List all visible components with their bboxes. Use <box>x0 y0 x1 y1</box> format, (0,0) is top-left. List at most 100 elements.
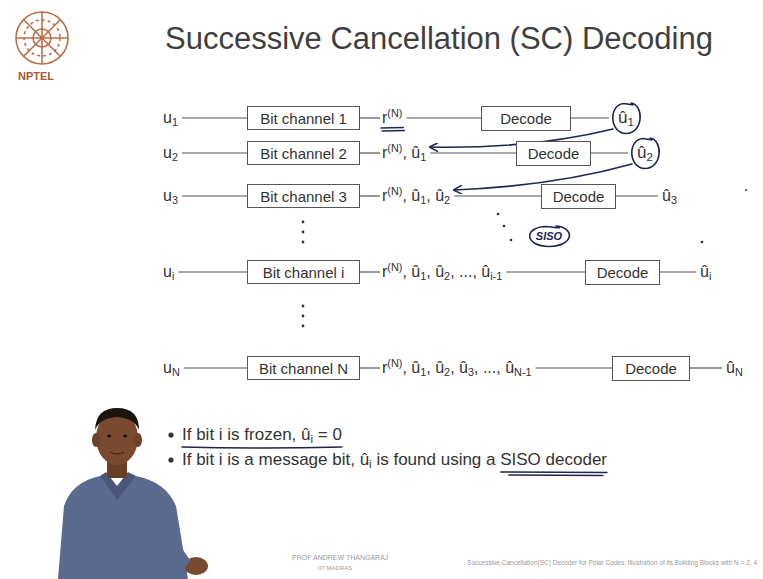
subscript: 3 <box>172 194 178 206</box>
box-label: Decode <box>528 145 580 162</box>
superscript: (N) <box>387 185 402 197</box>
subscript: 1 <box>420 194 426 206</box>
subscript: 1 <box>420 151 426 163</box>
decoded-bit: ûN <box>726 358 743 378</box>
superscript: (N) <box>387 142 402 154</box>
decoder-input: r(N) <box>382 108 402 128</box>
ink-underline <box>182 447 342 448</box>
input-bit: ui <box>163 262 174 282</box>
siso-annotation: SISO <box>522 224 576 248</box>
subscript: i <box>311 433 314 445</box>
subscript: 2 <box>172 151 178 163</box>
ellipsis-dots <box>302 189 748 328</box>
nptel-logo <box>16 12 68 64</box>
decoder-wire <box>454 195 541 196</box>
input-wire <box>178 271 247 272</box>
decoder-input: r(N), û1 <box>382 143 426 163</box>
input-wire <box>182 117 247 118</box>
circled-bit: û1 <box>607 101 645 135</box>
subscript: i <box>369 458 372 470</box>
subscript: 2 <box>444 366 450 378</box>
footer-text: IIT MADRAS <box>318 564 352 572</box>
box-label: Decode <box>597 264 649 281</box>
input-wire <box>184 367 247 368</box>
subscript: 2 <box>647 151 653 163</box>
connector <box>571 117 609 118</box>
decode-box: Decode <box>612 356 690 381</box>
subscript: 3 <box>468 366 474 378</box>
decoder-input: r(N), û1, û2, ..., ûi-1 <box>382 262 502 282</box>
output-wire <box>360 271 380 272</box>
subscript: i <box>709 270 711 282</box>
bit-channel-box: Bit channel N <box>247 356 360 380</box>
decoder-input: r(N), û1, û2, û3, ..., ûN-1 <box>382 358 532 378</box>
box-label: Bit channel N <box>259 360 348 377</box>
ink-stroke <box>530 226 570 247</box>
box-label: Decode <box>553 188 605 205</box>
ink-underline <box>381 127 403 129</box>
decode-box: Decode <box>541 184 616 209</box>
subscript: i-1 <box>490 270 502 282</box>
decoder-wire <box>506 271 585 272</box>
decode-box: Decode <box>585 260 660 285</box>
decode-box: Decode <box>481 106 571 131</box>
ink-stroke <box>613 103 640 134</box>
subscript: 1 <box>420 270 426 282</box>
decoded-bit: û3 <box>662 186 677 206</box>
decoded-wire <box>660 271 696 272</box>
subscript: 1 <box>420 366 426 378</box>
slide-title: Successive Cancellation (SC) Decoding <box>165 20 713 58</box>
circled-text: SISO <box>536 230 562 242</box>
ink-underline <box>501 471 607 473</box>
bit-channel-box: Bit channel 1 <box>247 106 360 130</box>
superscript: (N) <box>387 261 402 273</box>
bit-channel-box: Bit channel 2 <box>247 141 360 165</box>
input-bit: u3 <box>163 186 178 206</box>
ink-underline <box>382 130 404 132</box>
decoder-wire <box>406 117 481 118</box>
box-label: Bit channel 3 <box>260 188 347 205</box>
subscript: 2 <box>444 194 450 206</box>
footer-text: Successive Cancellation(SC) Decoder for … <box>467 558 757 567</box>
circled-text: û2 <box>637 143 653 163</box>
ink-underline <box>509 474 603 476</box>
decode-box: Decode <box>516 141 591 166</box>
output-wire <box>360 195 380 196</box>
input-bit: u2 <box>163 143 178 163</box>
decoder-input: r(N), û1, û2 <box>382 186 450 206</box>
input-wire <box>182 195 247 196</box>
output-wire <box>360 117 380 118</box>
box-label: Decode <box>625 360 677 377</box>
box-label: Bit channel 2 <box>260 145 347 162</box>
subscript: i <box>172 270 174 282</box>
decoded-bit: ûi <box>700 262 711 282</box>
box-label: Decode <box>500 110 552 127</box>
subscript: 1 <box>172 116 178 128</box>
subscript: 1 <box>628 116 634 128</box>
bullet-dot <box>168 432 173 437</box>
subscript: 3 <box>671 194 677 206</box>
logo-text: NPTEL <box>18 70 54 83</box>
circled-text: û1 <box>618 108 634 128</box>
bullet-text: If bit i is frozen, ûi = 0 <box>182 424 342 446</box>
input-bit: u1 <box>163 108 178 128</box>
output-wire <box>360 152 380 153</box>
ink-stroke <box>632 138 659 169</box>
decoder-wire <box>430 152 516 153</box>
subscript: N <box>172 366 180 378</box>
circled-bit: û2 <box>626 136 664 170</box>
superscript: (N) <box>387 107 402 119</box>
bullet-text: If bit i is a message bit, ûi is found u… <box>182 449 607 471</box>
box-label: Bit channel i <box>263 264 345 281</box>
output-wire <box>360 367 380 368</box>
input-bit: uN <box>163 358 180 378</box>
decoder-wire <box>536 367 612 368</box>
superscript: (N) <box>387 357 402 369</box>
connector <box>591 152 628 153</box>
input-wire <box>182 152 247 153</box>
bit-channel-box: Bit channel 3 <box>247 184 360 208</box>
subscript: N <box>735 366 743 378</box>
